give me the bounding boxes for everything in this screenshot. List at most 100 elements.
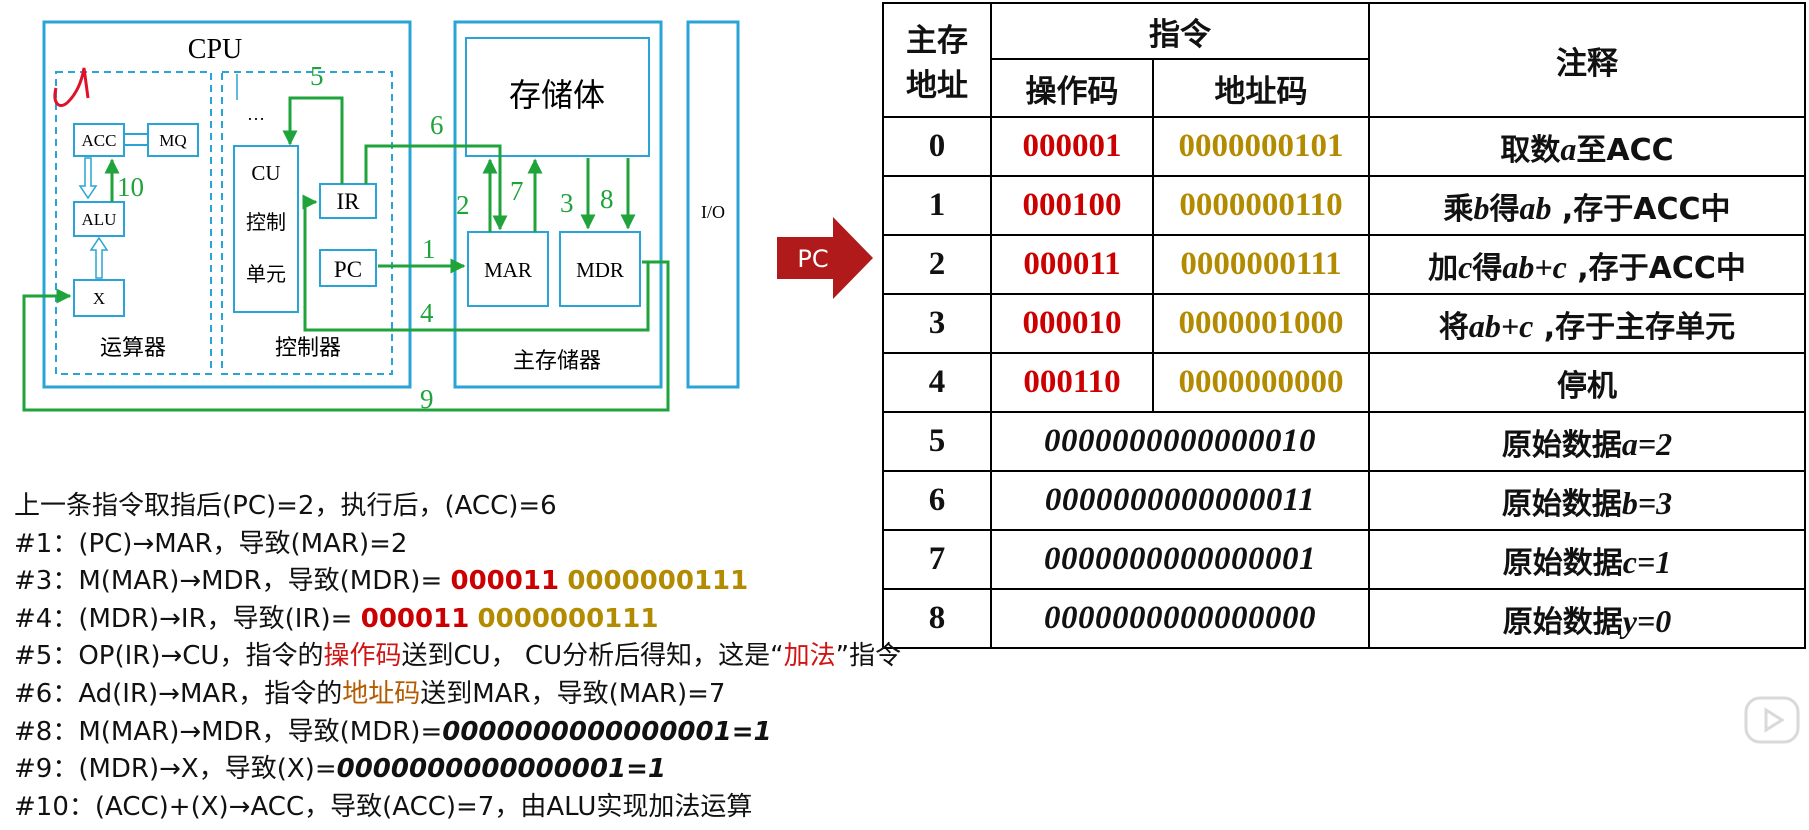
row-address: 3 <box>882 293 992 354</box>
note-text: 乘 <box>1443 191 1474 227</box>
keyword-opcode: 操作码 <box>323 641 402 672</box>
row-address: 0 <box>882 116 992 177</box>
ir-label: IR <box>337 189 361 214</box>
row-note: 将ab+c ,存于主存单元 <box>1368 293 1806 354</box>
table-row: 1 000100 0000000110 乘b得ab ,存于ACC中 <box>882 175 1806 236</box>
step-opcode: 000011 <box>360 603 470 634</box>
note-text: 至ACC <box>1576 132 1674 168</box>
row-note: 取数a至ACC <box>1368 116 1806 177</box>
step-text: #3：M(MAR)→MDR，导致(MDR)= <box>14 566 451 597</box>
note-var: ab+c <box>1468 307 1534 344</box>
row-opcode: 000100 <box>990 175 1154 236</box>
row-note: 原始数据a=2 <box>1368 411 1806 472</box>
row-note: 原始数据c=1 <box>1368 529 1806 590</box>
row-address: 7 <box>882 529 992 590</box>
io-box <box>686 20 740 389</box>
main-memory-box <box>453 20 663 389</box>
header-address-line1: 主存 <box>906 23 968 59</box>
note-text: 原始数据 <box>1501 486 1622 522</box>
table-row: 6 0000000000000011 原始数据b=3 <box>882 470 1806 531</box>
row-opcode: 000001 <box>990 116 1154 177</box>
table-row: 4 000110 0000000000 停机 <box>882 352 1806 413</box>
step-opcode: 000011 <box>450 566 560 597</box>
row-addrcode: 0000000101 <box>1152 116 1370 177</box>
note-var: c <box>1458 248 1473 285</box>
note-var: a=2 <box>1621 425 1673 462</box>
alu-box <box>73 201 125 237</box>
step-value: 0000000000000001=1 <box>442 716 772 747</box>
row-addrcode: 0000000111 <box>1152 234 1370 295</box>
cpu-box <box>42 20 412 389</box>
row-address: 8 <box>882 588 992 649</box>
row-address: 6 <box>882 470 992 531</box>
cu-label: CU <box>251 161 280 185</box>
header-address: 主存 地址 <box>882 2 992 118</box>
row-data-value: 0000000000000000 <box>990 588 1370 649</box>
row-opcode: 000010 <box>990 293 1154 354</box>
step-text: #5：OP(IR)→CU，指令的 <box>14 641 324 672</box>
step-text: ”指令 <box>835 641 902 672</box>
row-address: 2 <box>882 234 992 295</box>
step-1: #1：(PC)→MAR，导致(MAR)=2 <box>14 528 408 559</box>
table-row: 3 000010 0000001000 将ab+c ,存于主存单元 <box>882 293 1806 354</box>
control-unit-label: 控制器 <box>275 336 341 361</box>
header-note: 注释 <box>1368 2 1806 118</box>
cpu-diagram: CPU ACC MQ ALU X 10 … CU 控制 单元 IR PC 存储体… <box>22 20 740 414</box>
table-row: 5 0000000000000010 原始数据a=2 <box>882 411 1806 472</box>
alu-label: ALU <box>82 210 117 229</box>
mdr-box <box>559 231 641 307</box>
note-text: 得 <box>1472 250 1503 286</box>
note-text: 原始数据 <box>1502 545 1623 581</box>
step-text: #6：Ad(IR)→MAR，指令的 <box>14 678 343 709</box>
row-address: 1 <box>882 175 992 236</box>
step-10: #10：(ACC)+(X)→ACC，导致(ACC)=7，由ALU实现加法运算 <box>14 791 753 822</box>
note-var: b <box>1473 189 1490 226</box>
execution-steps: 上一条指令取指后(PC)=2，执行后，(ACC)=6 #1：(PC)→MAR，导… <box>14 488 1164 826</box>
row-opcode: 000011 <box>990 234 1154 295</box>
step-text: #9：(MDR)→X，导致(X)= <box>14 754 337 785</box>
control-group <box>221 71 393 375</box>
row-data-value: 0000000000000001 <box>990 529 1370 590</box>
mq-box <box>147 123 199 157</box>
table-row: 7 0000000000000001 原始数据c=1 <box>882 529 1806 590</box>
acc-box <box>73 123 125 157</box>
play-icon[interactable] <box>1742 690 1804 752</box>
pc-label: PC <box>334 257 362 282</box>
step-3: #3：M(MAR)→MDR，导致(MDR)= 000011 0000000111 <box>14 563 1164 601</box>
x-label: X <box>93 289 105 308</box>
table-row: 2 000011 0000000111 加c得ab+c ,存于ACC中 <box>882 234 1806 295</box>
step-intro: 上一条指令取指后(PC)=2，执行后，(ACC)=6 <box>14 491 557 521</box>
storage-box <box>465 37 650 157</box>
instruction-table: 主存 地址 指令 注释 操作码 地址码 0 000001 0000000101 … <box>882 2 1806 649</box>
note-text: 得 <box>1489 191 1520 227</box>
ir-box <box>319 183 377 219</box>
x-box <box>73 279 125 317</box>
step-5-label: 5 <box>310 61 324 91</box>
step-3-label: 3 <box>560 188 574 218</box>
cu-label-2: 控制 <box>246 210 286 234</box>
step-text: #4：(MDR)→IR，导致(IR)= <box>14 603 361 634</box>
note-var: c=1 <box>1622 543 1672 580</box>
note-text: 原始数据 <box>1501 427 1622 463</box>
step-4-label: 4 <box>420 298 434 328</box>
acc-label: ACC <box>82 131 117 150</box>
note-var: ab+c <box>1502 248 1567 285</box>
mar-label: MAR <box>484 258 532 282</box>
row-note: 加c得ab+c ,存于ACC中 <box>1368 234 1806 295</box>
step-6-label: 6 <box>430 110 444 140</box>
step-9: #9：(MDR)→X，导致(X)=0000000000000001=1 <box>14 751 1164 789</box>
step-text: 送到MAR，导致(MAR)=7 <box>420 678 726 709</box>
note-var: b=3 <box>1621 484 1673 521</box>
row-addrcode: 0000001000 <box>1152 293 1370 354</box>
header-address-line2: 地址 <box>906 68 968 104</box>
ellipsis-label: … <box>247 104 265 124</box>
step-addrcode: 0000000111 <box>477 603 659 634</box>
io-label: I/O <box>701 202 725 222</box>
step-text: 送到CU， CU分析后得知，这是“ <box>401 641 784 672</box>
keyword-addrcode: 地址码 <box>342 678 421 709</box>
row-address: 4 <box>882 352 992 413</box>
step-9-label: 9 <box>420 384 434 414</box>
mq-label: MQ <box>159 131 186 150</box>
mar-box <box>467 231 549 307</box>
note-var: ab <box>1519 189 1552 226</box>
